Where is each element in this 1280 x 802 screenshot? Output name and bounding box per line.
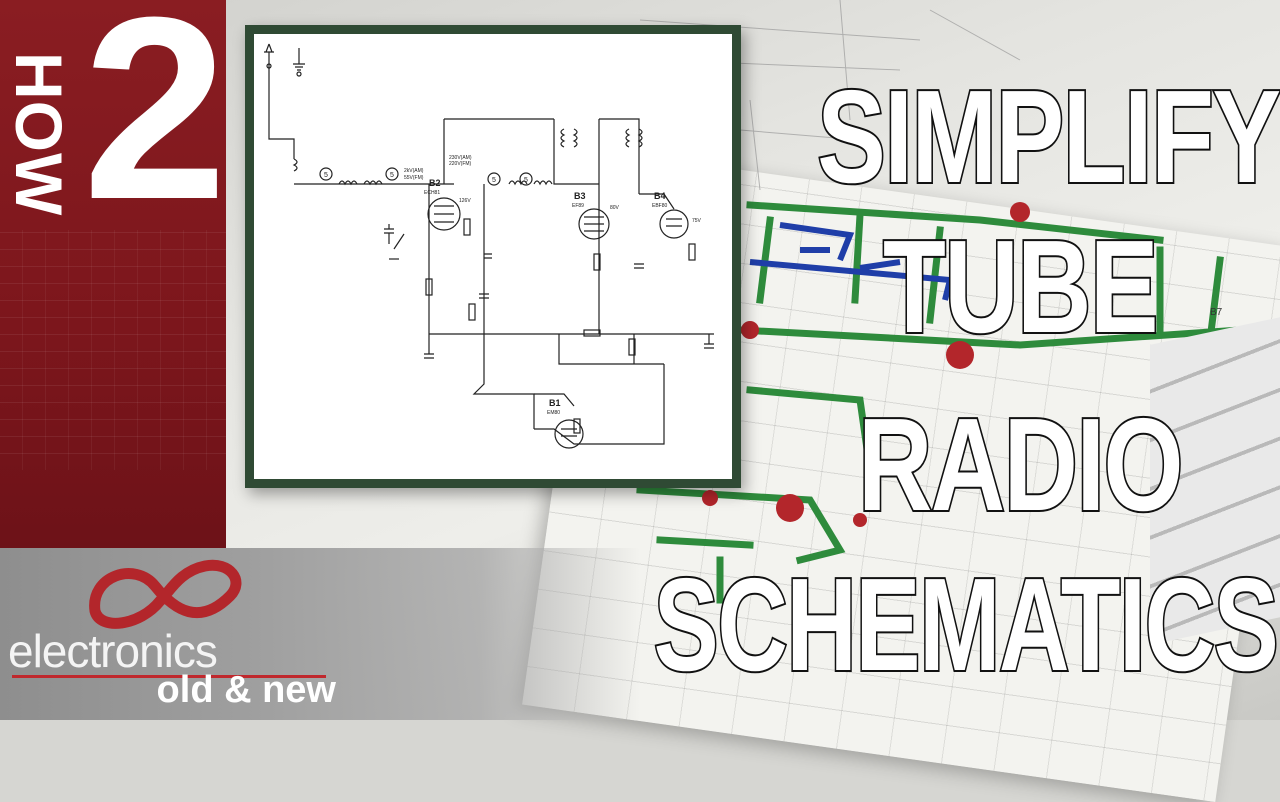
tube-type-label: EM80: [547, 410, 560, 416]
tube-label: B4: [654, 191, 666, 201]
junction-label: 5: [324, 172, 328, 179]
logo-wordmark-old-new: old & new: [156, 669, 336, 711]
infinity-wave-icon: [89, 559, 242, 629]
brand-how-text: HOW: [2, 52, 76, 217]
brand-two-text: 2: [82, 0, 228, 254]
voltage-annotation: 126V: [459, 198, 471, 204]
background-annotated-schematic: Z B7: [619, 0, 1244, 604]
voltage-annotation: 75V: [692, 218, 702, 224]
brand-panel: [0, 0, 226, 548]
tube-label: B2: [429, 178, 441, 188]
tube-label: B1: [549, 398, 561, 408]
tube-type-label: EBF80: [652, 203, 668, 209]
title-line-tube: TUBE: [881, 213, 1160, 360]
title-line-schematics: SCHEMATICS: [652, 551, 1280, 698]
title-line-simplify: SIMPLIFY: [816, 63, 1280, 210]
svg-text:B7: B7: [1210, 307, 1223, 318]
voltage-annotation: 55V(FM): [404, 175, 424, 181]
logo-underline: [12, 675, 326, 678]
voltage-annotation: 230V(AM): [449, 155, 472, 161]
title-line-radio: RADIO: [856, 391, 1185, 538]
junction-label: 5: [492, 177, 496, 184]
voltage-annotation: 220V(FM): [449, 161, 472, 167]
panel-texture: [0, 230, 226, 470]
tube-type-label: ECH81: [424, 190, 440, 196]
tube-label: B3: [574, 191, 586, 201]
voltage-annotation: 80V: [610, 205, 620, 211]
voltage-annotation: 2kV(AM): [404, 168, 424, 174]
logo-wordmark-electronics: electronics: [8, 625, 218, 677]
schematic-card: 5 5 5 5 B2 B3 B4 B1 ECH81 EF89 EBF80 EM8…: [245, 25, 741, 488]
junction-label: 5: [390, 172, 394, 179]
svg-text:Z: Z: [1100, 277, 1106, 288]
tube-radio-schematic: 5 5 5 5 B2 B3 B4 B1 ECH81 EF89 EBF80 EM8…: [264, 43, 714, 449]
junction-label: 5: [524, 177, 528, 184]
tube-type-label: EF89: [572, 203, 584, 209]
